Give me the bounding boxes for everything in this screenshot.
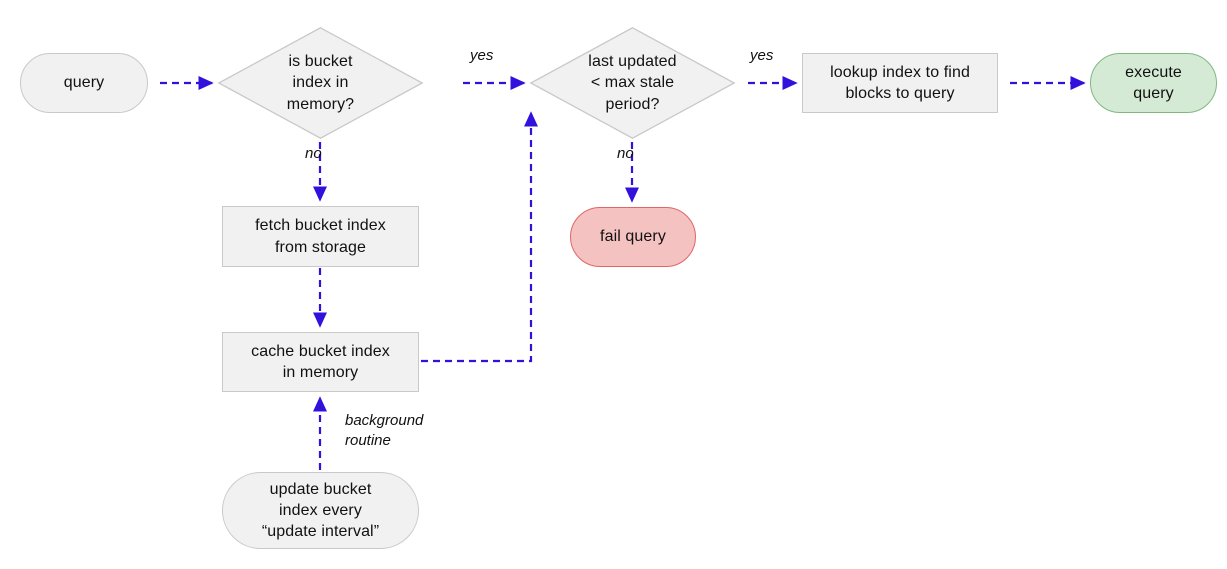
node-execute-query[interactable]: execute query [1090,53,1217,113]
node-lookup-index-label: lookup index to find blocks to query [830,63,970,102]
node-is-bucket-index-in-memory[interactable]: is bucket index in memory? [217,27,424,139]
node-update-bucket-index[interactable]: update bucket index every “update interv… [222,472,419,549]
node-fetch-bucket-index[interactable]: fetch bucket index from storage [222,206,419,267]
node-cache-bucket-index[interactable]: cache bucket index in memory [222,332,419,392]
edge-cache-to-stale [421,111,539,363]
node-is-bucket-index-in-memory-label: is bucket index in memory? [286,53,355,113]
node-update-bucket-index-label: update bucket index every “update interv… [261,480,380,541]
node-last-updated-max-stale[interactable]: last updated < max stale period? [529,27,736,139]
edge-label-background-routine: background routine [345,412,424,449]
node-fetch-bucket-index-label: fetch bucket index from storage [255,217,386,256]
node-execute-query-label: execute query [1125,63,1182,102]
node-fail-query-label: fail query [600,228,666,246]
diamond-shape-stale [529,27,736,139]
edge-label-stale-no: no [617,145,634,162]
node-query-label: query [63,74,105,92]
node-lookup-index[interactable]: lookup index to find blocks to query [802,53,998,113]
node-last-updated-max-stale-label: last updated < max stale period? [588,53,677,113]
node-query[interactable]: query [20,53,148,113]
node-cache-bucket-index-label: cache bucket index in memory [251,342,390,381]
diamond-shape-memory [217,27,424,139]
node-fail-query[interactable]: fail query [570,207,696,267]
edge-label-stale-yes: yes [750,47,774,64]
edge-label-memory-no: no [305,145,322,162]
edge-label-memory-yes: yes [470,47,494,64]
